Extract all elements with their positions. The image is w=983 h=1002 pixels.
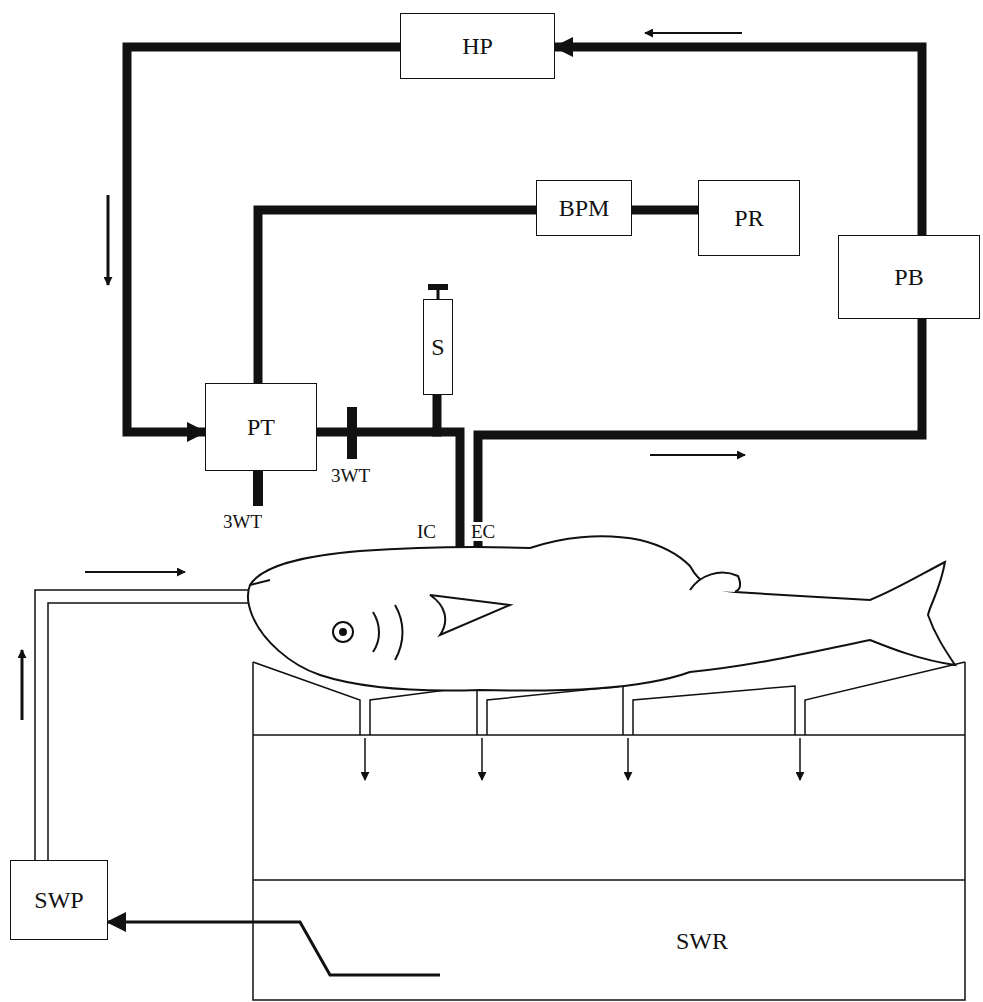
fish	[248, 536, 955, 690]
flow-arrow	[650, 454, 745, 456]
flow-line	[317, 395, 437, 432]
monitor-box: BPM	[536, 180, 632, 236]
syringe-barrel: S	[423, 299, 453, 395]
node-label: PR	[734, 206, 763, 230]
seawater-pipe	[48, 603, 255, 870]
flow-arrow	[107, 195, 110, 285]
flow-line	[127, 47, 400, 432]
seawater-pump-box: SWP	[10, 860, 108, 940]
node-label: S	[431, 335, 444, 359]
valve-label: 3WT	[330, 466, 371, 485]
recorder-box: PR	[698, 180, 800, 256]
heater-box: HP	[400, 13, 555, 79]
cannula-label: EC	[470, 522, 496, 541]
node-label: HP	[462, 34, 493, 58]
flow-arrow	[85, 571, 185, 573]
flow-line	[632, 206, 698, 215]
outflow-cannula	[478, 318, 922, 552]
node-label: SWR	[676, 929, 728, 953]
valve-label: 3WT	[222, 512, 263, 531]
transducer-box: PT	[205, 383, 317, 471]
flow-arrow	[645, 32, 742, 34]
node-label: BPM	[559, 196, 610, 220]
three-way-tap	[253, 468, 263, 506]
flow-line	[258, 210, 536, 383]
cannula-label: IC	[416, 522, 437, 541]
node-label: PB	[894, 265, 923, 289]
flow-arrow	[21, 650, 24, 720]
node-label: SWP	[34, 888, 83, 912]
pump-box: PB	[838, 235, 980, 319]
node-label: PT	[247, 415, 275, 439]
drip-arrows	[365, 738, 800, 780]
fish-tank	[253, 662, 965, 1000]
seawater-reservoir: SWR	[440, 882, 964, 999]
flow-line	[108, 922, 440, 975]
